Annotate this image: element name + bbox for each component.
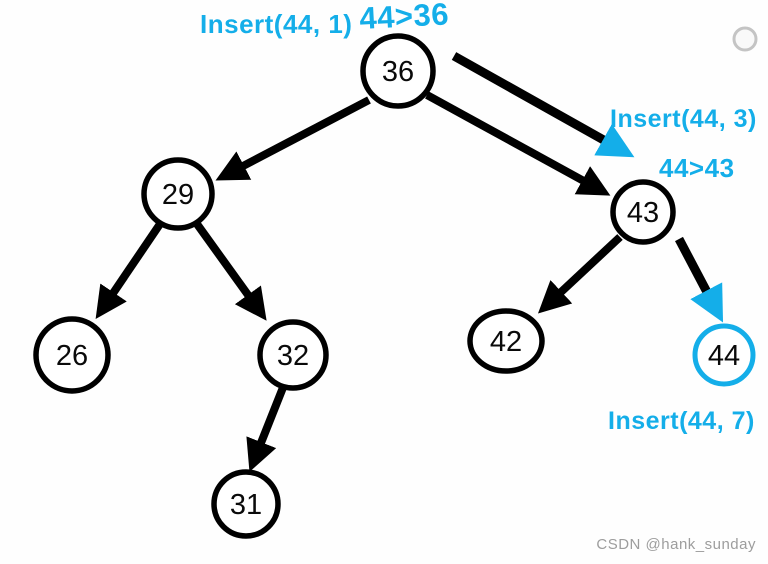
node-32-label: 32: [277, 340, 309, 372]
node-32-circle: [257, 319, 329, 391]
edge-29-32: [193, 221, 267, 321]
node-36-circle: [360, 33, 436, 109]
insert-path-arrows: [451, 52, 724, 323]
node-29-label: 29: [162, 179, 194, 211]
node-29-circle: [141, 157, 215, 231]
tree-edges: [95, 91, 623, 472]
insertion-annotations: Insert(44, 1) 44>36 Insert(44, 3) 44>43 …: [200, 0, 757, 435]
annotation-insert-step3: Insert(44, 3): [610, 105, 757, 133]
edge-36-29: [215, 96, 371, 181]
annotation-insert-step7: Insert(44, 7): [608, 407, 755, 435]
watermark: CSDN @hank_sunday: [596, 536, 756, 553]
node-43-label: 43: [627, 197, 659, 229]
edge-32-31: [246, 383, 288, 472]
insert-arrow-43-44: [675, 236, 724, 323]
edge-36-43: [425, 91, 611, 196]
annotation-insert-step1: Insert(44, 1): [200, 9, 352, 39]
node-44-circle: [692, 323, 756, 387]
node-36-label: 36: [382, 56, 414, 88]
node-44-label: 44: [708, 340, 740, 372]
node-26-label: 26: [56, 340, 88, 372]
node-42-label: 42: [490, 326, 522, 358]
node-42-circle: [467, 308, 545, 374]
node-31-circle: [211, 469, 281, 539]
node-26-circle: [33, 316, 111, 394]
viewer-circle-icon: [732, 26, 758, 52]
edge-29-26: [95, 221, 164, 319]
edge-43-42: [537, 234, 623, 314]
annotation-compare-44-43: 44>43: [659, 153, 735, 183]
node-43-circle: [610, 179, 676, 245]
insert-arrow-36-43: [451, 52, 635, 158]
annotation-compare-44-36: 44>36: [359, 0, 450, 36]
node-31-label: 31: [230, 489, 262, 521]
tree-nodes: 36 29 43 26 32 31 42 44: [33, 33, 756, 539]
